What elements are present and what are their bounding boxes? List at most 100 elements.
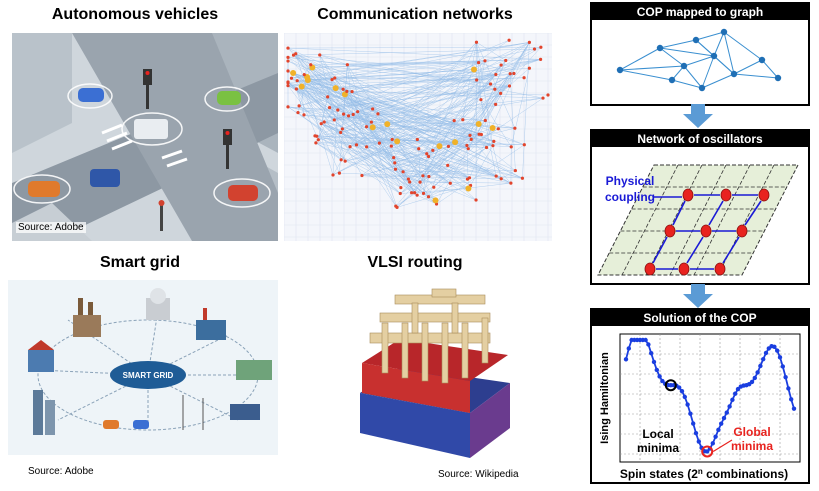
plot-frame	[619, 333, 801, 463]
network-node	[427, 174, 431, 179]
network-node	[336, 108, 340, 112]
network-node	[493, 87, 497, 91]
vlsi-routing-illustration	[340, 283, 525, 461]
graph-edge	[713, 31, 725, 57]
network-node	[398, 191, 402, 196]
hamiltonian-point	[677, 385, 682, 390]
hamiltonian-point	[755, 370, 760, 375]
network-node	[466, 147, 470, 151]
graph-node	[774, 74, 782, 82]
network-node	[356, 110, 360, 114]
network-node	[327, 105, 332, 110]
network-node	[483, 118, 487, 123]
global-minimum-marker	[701, 445, 714, 458]
network-node	[401, 170, 405, 174]
oscillator-node	[682, 188, 694, 202]
network-node	[399, 186, 403, 190]
smartgrid-title: Smart grid	[99, 254, 180, 271]
network-node	[425, 152, 429, 156]
network-node	[393, 161, 397, 165]
network-node	[332, 118, 336, 122]
hamiltonian-point	[777, 355, 783, 360]
network-node	[465, 143, 469, 148]
network-node	[412, 191, 417, 195]
hamiltonian-point	[679, 388, 685, 394]
network-node	[522, 76, 526, 80]
network-node	[461, 118, 465, 122]
network-node	[330, 77, 334, 82]
graph-node	[698, 84, 706, 92]
network-node	[527, 66, 531, 70]
network-node	[394, 204, 398, 208]
graph-edge	[683, 65, 703, 89]
graph-edge	[619, 69, 673, 81]
network-node	[369, 124, 376, 131]
hamiltonian-point	[749, 379, 755, 385]
graph-node	[656, 44, 664, 52]
oscillator-node	[700, 224, 712, 238]
graph-edge	[733, 59, 763, 75]
physical-coupling-label: Physical	[606, 174, 655, 188]
network-node	[390, 137, 394, 142]
hamiltonian-point	[735, 386, 741, 392]
network-node	[286, 46, 290, 50]
network-node	[415, 193, 419, 197]
hamiltonian-point	[682, 394, 687, 400]
network-node	[393, 167, 398, 171]
graph-node	[730, 70, 738, 78]
hamiltonian-point	[721, 415, 727, 421]
hamiltonian-point	[657, 374, 662, 379]
smart-grid-center-label: SMART GRID	[123, 371, 174, 380]
network-node	[297, 104, 301, 108]
network-node	[341, 112, 346, 116]
hamiltonian-point	[780, 364, 785, 369]
network-node	[333, 76, 337, 80]
oscillator-node	[714, 262, 726, 276]
autonomous-title: Autonomous vehicles	[51, 6, 219, 23]
network-node	[494, 102, 498, 107]
smartgrid-source-caption: Source: Adobe	[28, 466, 94, 477]
vlsi-title: VLSI routing	[367, 254, 463, 271]
network-node	[314, 141, 318, 145]
network-node	[348, 145, 352, 149]
network-node	[377, 141, 382, 145]
hamiltonian-point	[623, 357, 629, 362]
hamiltonian-point	[643, 337, 648, 343]
network-node	[319, 122, 323, 126]
network-node	[291, 53, 296, 57]
network-node	[541, 96, 545, 100]
network-node	[432, 185, 436, 189]
network-node	[339, 130, 343, 135]
network-node	[446, 144, 451, 148]
network-node	[340, 127, 344, 131]
network-node	[508, 72, 512, 76]
network-node	[364, 125, 369, 129]
cop-graph-box: COP mapped to graph	[590, 2, 810, 106]
network-node	[331, 173, 335, 177]
network-node	[410, 191, 414, 195]
graph-edge	[683, 55, 715, 67]
oscillator-node	[644, 262, 656, 276]
network-node	[345, 89, 349, 93]
network-node	[499, 177, 503, 181]
graph-edge	[671, 79, 703, 89]
network-node	[507, 84, 512, 88]
network-node	[452, 139, 459, 146]
network-node	[365, 145, 369, 149]
network-node	[286, 55, 290, 59]
graph-edge	[659, 39, 697, 49]
network-node	[448, 181, 452, 185]
network-node	[343, 159, 347, 163]
network-node	[522, 143, 526, 147]
hamiltonian-point	[730, 397, 735, 403]
network-node	[474, 40, 479, 44]
network-node	[337, 171, 342, 175]
oscillator-node	[678, 262, 690, 276]
x-axis-label: Spin states (2n combinations)	[620, 467, 788, 482]
hamiltonian-point	[758, 363, 763, 369]
network-node	[309, 63, 313, 67]
network-node	[295, 79, 299, 83]
network-node	[504, 58, 508, 63]
